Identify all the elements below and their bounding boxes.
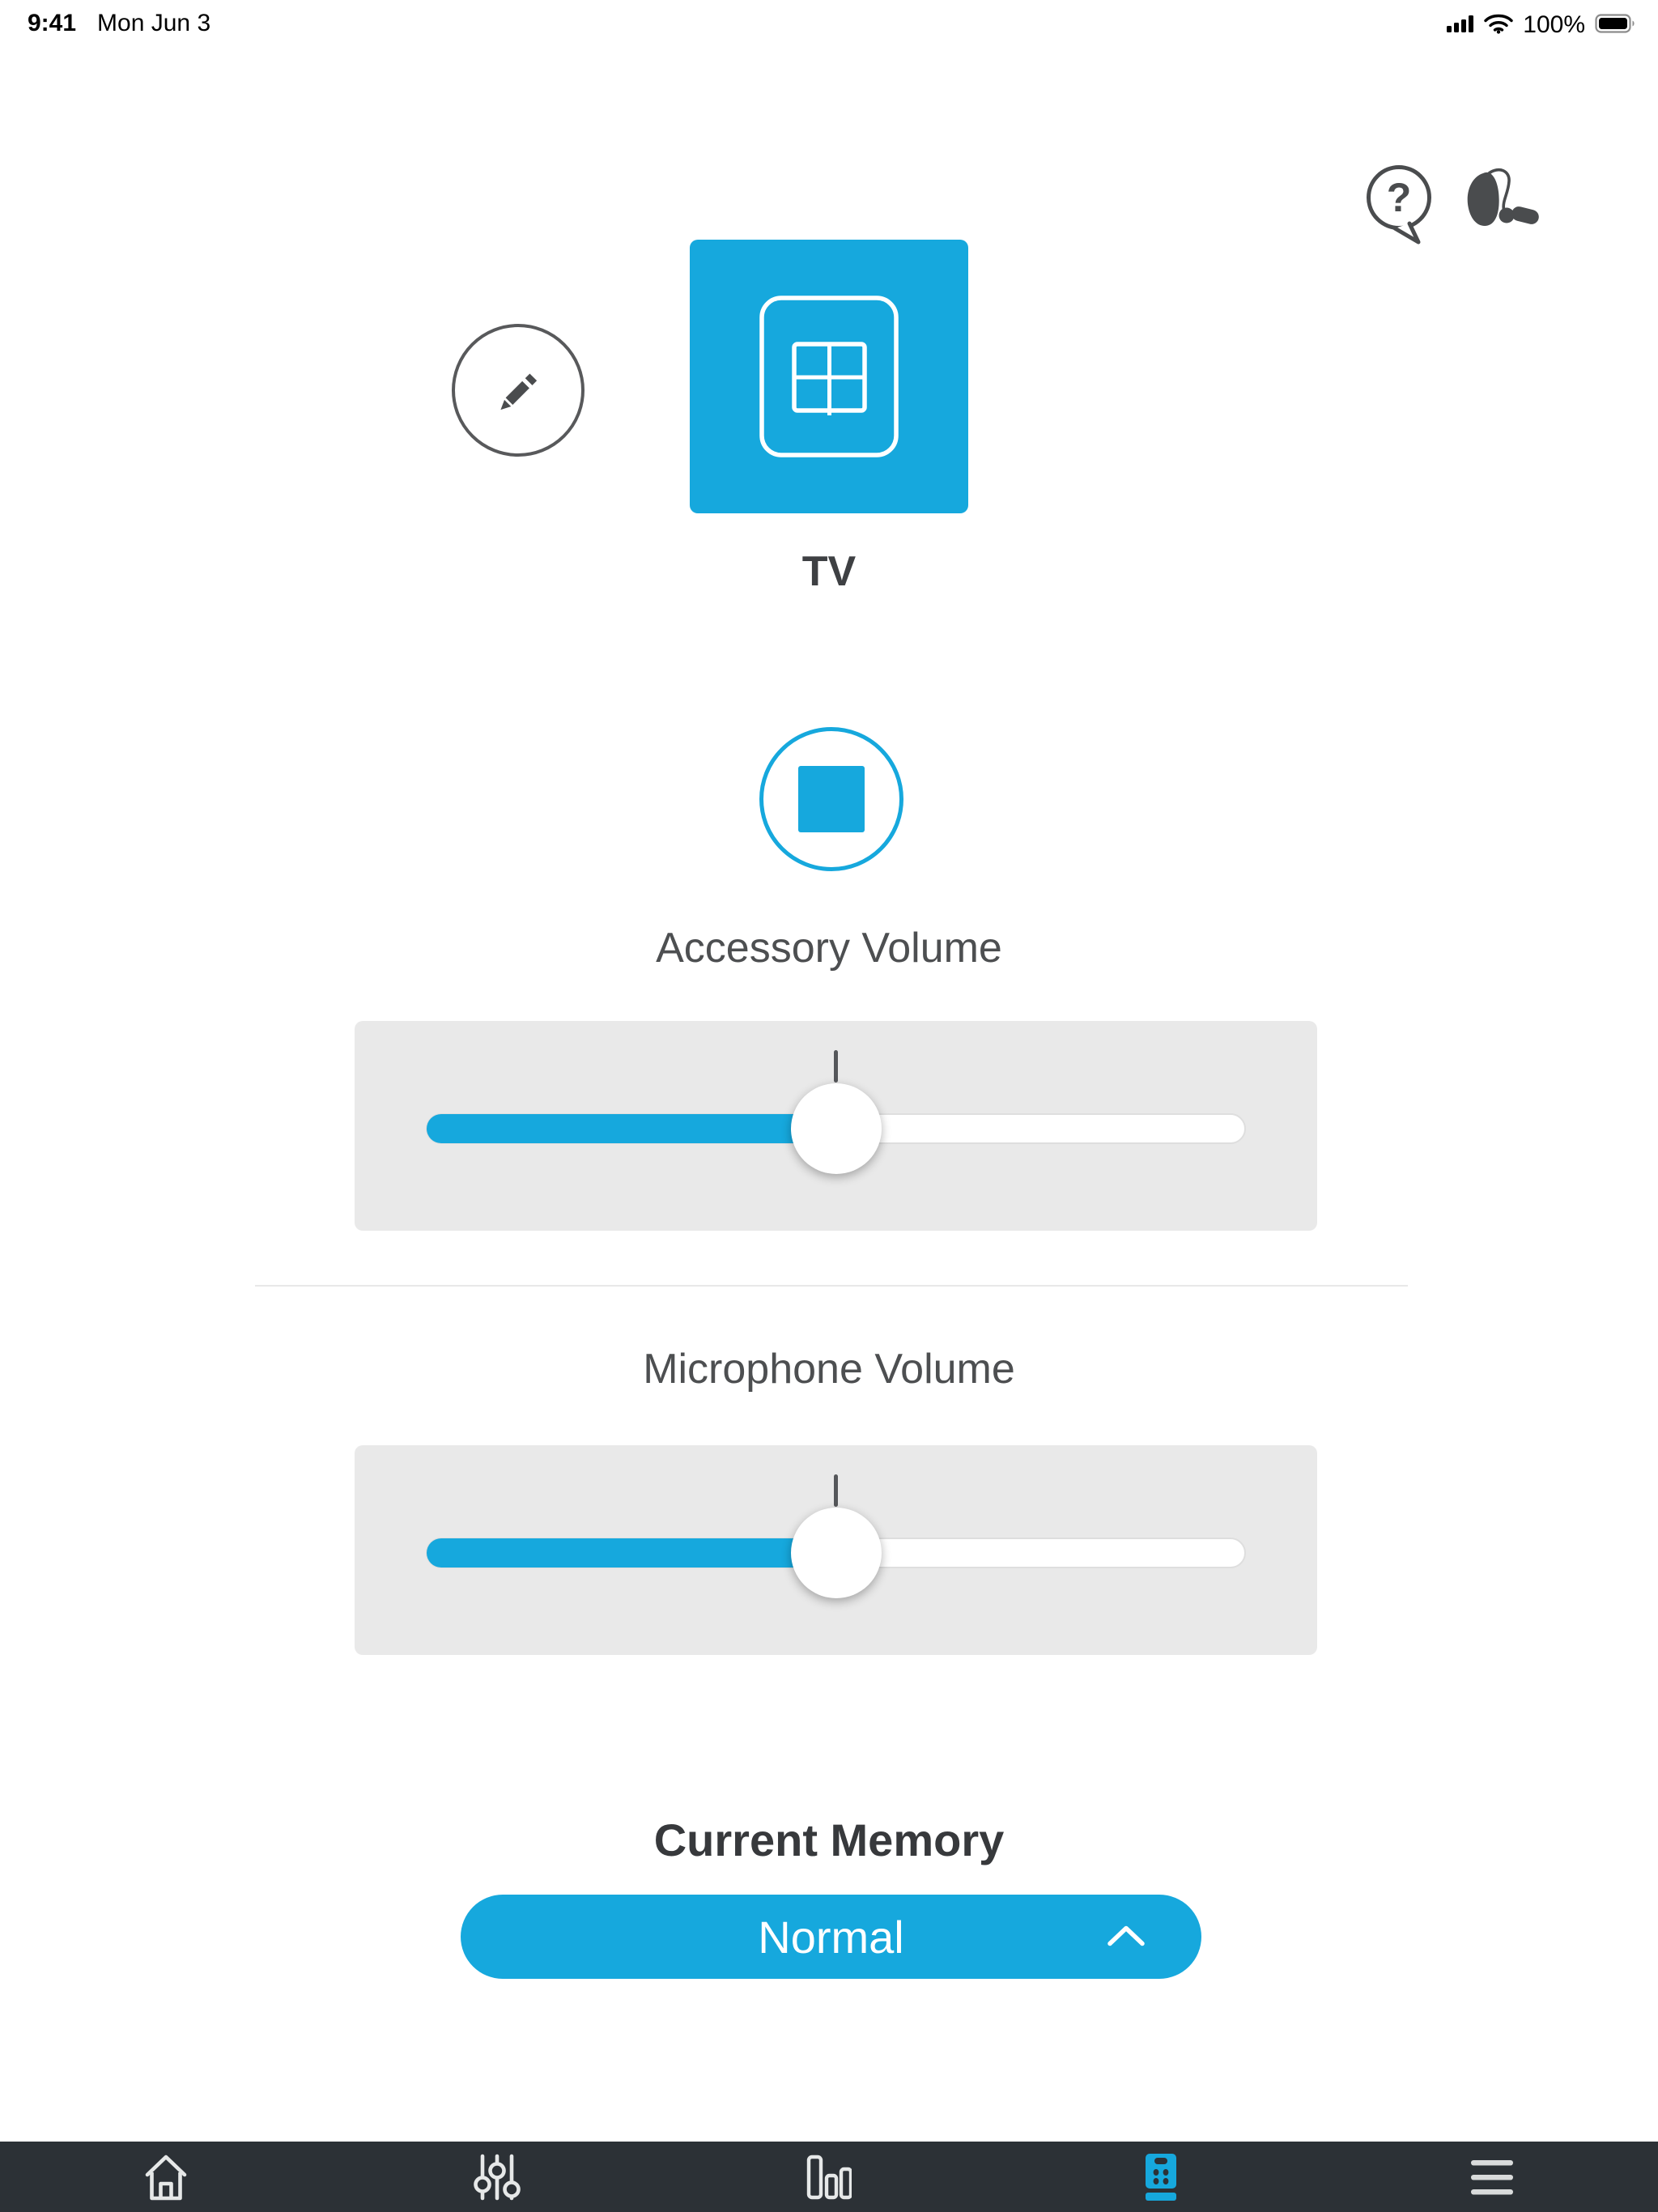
tab-bar — [0, 2142, 1658, 2212]
status-date: Mon Jun 3 — [97, 10, 211, 36]
microphone-volume-track[interactable] — [426, 1474, 1246, 1598]
accessory-volume-label: Accessory Volume — [656, 925, 1002, 972]
selected-memory-label: Normal — [758, 1911, 904, 1963]
microphone-volume-thumb[interactable] — [790, 1508, 882, 1598]
microphone-volume-center-tick — [834, 1474, 838, 1507]
microphone-volume-fill — [427, 1538, 836, 1568]
pencil-icon — [500, 373, 538, 410]
chevron-up-icon — [1104, 1923, 1148, 1951]
battery-percent-label: 100% — [1523, 11, 1585, 38]
accessory-volume-center-tick — [834, 1050, 838, 1083]
tv-accessory-icon — [759, 296, 899, 457]
edit-device-button[interactable] — [452, 324, 585, 457]
memory-selector-button[interactable]: Normal — [461, 1895, 1201, 1979]
device-tile-tv[interactable] — [690, 240, 968, 513]
tab-remote-active[interactable] — [995, 2142, 1327, 2212]
equalizer-sliders-icon — [474, 2154, 521, 2200]
tab-sound-levels[interactable] — [663, 2142, 995, 2212]
status-time: 9:41 — [28, 10, 77, 36]
hamburger-menu-icon — [1471, 2159, 1514, 2194]
home-icon — [145, 2155, 187, 2200]
help-button[interactable]: ? — [1363, 164, 1440, 248]
hearing-aid-icon — [1467, 168, 1539, 226]
tab-home[interactable] — [0, 2142, 332, 2212]
sound-levels-bars-icon — [806, 2155, 852, 2199]
battery-icon — [1595, 13, 1637, 38]
accessory-volume-fill — [427, 1114, 836, 1143]
stop-icon — [798, 766, 865, 832]
microphone-volume-slider — [355, 1445, 1317, 1655]
tab-adjust[interactable] — [332, 2142, 664, 2212]
accessory-volume-thumb[interactable] — [790, 1083, 882, 1174]
tab-menu[interactable] — [1326, 2142, 1658, 2212]
section-divider — [255, 1285, 1408, 1287]
microphone-volume-label: Microphone Volume — [643, 1346, 1015, 1393]
hearing-aid-icon-button[interactable] — [1462, 167, 1546, 235]
accessory-volume-slider — [355, 1021, 1317, 1231]
cellular-signal-icon — [1447, 14, 1474, 37]
device-name-label: TV — [801, 548, 857, 595]
status-bar-right: 100% — [1447, 11, 1637, 39]
wifi-icon — [1484, 13, 1513, 38]
accessory-volume-track[interactable] — [426, 1050, 1246, 1174]
current-memory-title: Current Memory — [653, 1814, 1005, 1865]
remote-control-icon — [1145, 2153, 1176, 2201]
stop-stream-button[interactable] — [759, 727, 903, 871]
status-bar-left: 9:41 Mon Jun 3 — [28, 10, 210, 37]
